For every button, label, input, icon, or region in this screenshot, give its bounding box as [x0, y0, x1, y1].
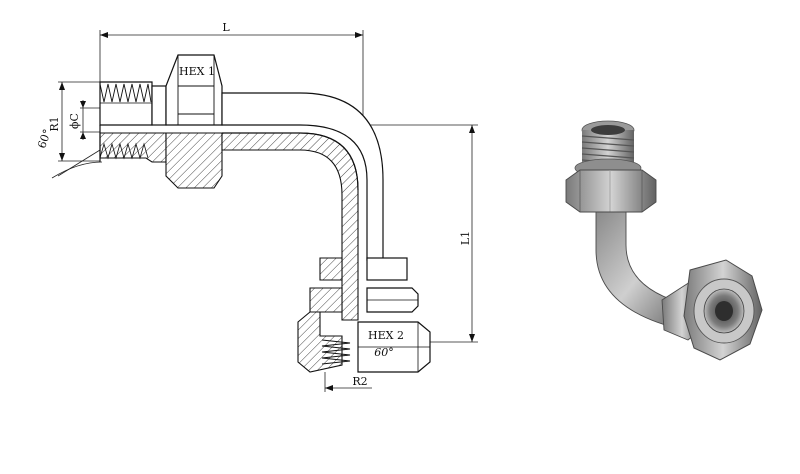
fitting-3d-render — [565, 120, 763, 361]
label-C: ϕC — [68, 113, 81, 129]
label-angle-bottom: 60° — [374, 346, 394, 359]
male-thread-stud — [99, 81, 167, 163]
render-hex1 — [565, 169, 657, 213]
label-R2: R2 — [352, 375, 367, 388]
render-swivel-nut — [661, 259, 763, 361]
bent-tube — [221, 92, 384, 321]
dimension-R1-C: R1 ϕC 60° — [35, 81, 103, 179]
label-L1: L1 — [459, 231, 472, 245]
label-hex2: HEX 2 — [368, 329, 404, 342]
hex2-swivel-nut: HEX 2 60° — [297, 257, 431, 373]
hex1-body: HEX 1 — [165, 54, 223, 189]
label-hex1: HEX 1 — [179, 65, 215, 78]
section-drawing: L L1 R1 ϕC 60° — [35, 21, 478, 392]
label-L: L — [222, 21, 230, 34]
dimension-R2: R2 — [324, 372, 372, 392]
dimension-L1: L1 — [363, 124, 478, 343]
render-thread-stud — [574, 120, 642, 178]
label-angle-top: 60° — [35, 127, 54, 150]
label-R1: R1 — [48, 116, 61, 131]
dimension-L: L — [99, 21, 364, 125]
